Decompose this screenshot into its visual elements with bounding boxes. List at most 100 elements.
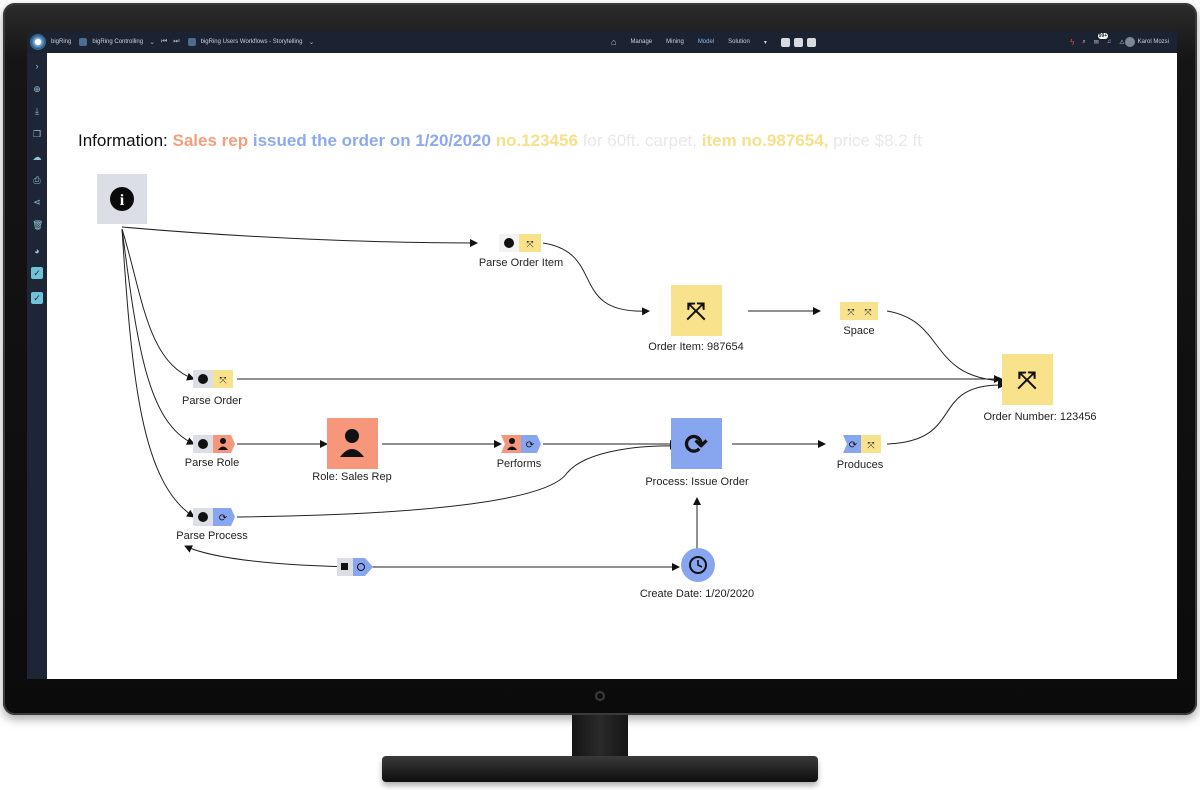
- date-connector-node[interactable]: [337, 558, 373, 576]
- search-icon[interactable]: ⌕: [1082, 38, 1086, 45]
- parse-order-item-node[interactable]: ⤧ Parse Order Item: [479, 234, 563, 269]
- view-toggle-2[interactable]: [793, 37, 803, 47]
- home-icon[interactable]: ⌂: [611, 37, 617, 47]
- expand-icon[interactable]: ›: [35, 61, 39, 71]
- bolt-icon[interactable]: ϟ: [1070, 37, 1075, 47]
- information-sentence: Information: Sales rep issued the order …: [78, 131, 922, 151]
- information-label: Information:: [78, 131, 168, 150]
- first-page-icon[interactable]: ⏮: [160, 38, 168, 45]
- process-issue-order-label: Process: Issue Order: [645, 476, 749, 488]
- edge-space-order-number: [886, 310, 1006, 385]
- info-date[interactable]: 1/20/2020: [415, 131, 491, 150]
- document-selector[interactable]: bigRing Users Workflows - Storytelling: [200, 39, 303, 45]
- document-icon: [187, 38, 196, 46]
- edge-parse-order-item-order-item: [542, 242, 650, 316]
- svg-text:⟳: ⟳: [849, 440, 858, 451]
- sidebar: › ⊕ ⤓ ❐ ☁ ⎙ ⋖ 🗑 ◕ ✓ ✓: [27, 53, 47, 679]
- info-rest: for 60ft. carpet,: [582, 131, 698, 150]
- information-node[interactable]: i: [97, 174, 147, 224]
- bell-icon[interactable]: ♫: [1106, 39, 1112, 45]
- parse-process-label: Parse Process: [176, 530, 248, 542]
- main-nav: ⌂ Manage Mining Model Solution ▾: [605, 31, 820, 53]
- svg-text:⟳: ⟳: [526, 440, 535, 451]
- produces-label: Produces: [837, 459, 884, 471]
- edge-info-parse-order: [121, 228, 195, 381]
- parse-order-node[interactable]: ⤧ Parse Order: [182, 370, 242, 407]
- info-order-no[interactable]: no.123456: [495, 131, 578, 150]
- svg-text:⤧: ⤧: [686, 298, 706, 325]
- nav-mining[interactable]: Mining: [666, 39, 684, 45]
- top-right-tools: ϟ ⌕ ✉99+ ♫ ⚠ Karol Mozsi: [1062, 31, 1169, 53]
- space-node[interactable]: ⤧ ⤧ Space: [840, 302, 878, 337]
- edge-parse-process-process: [236, 441, 678, 518]
- edge-info-parse-process: [121, 228, 195, 518]
- screen: bigRing bigRing Controlling ⌄ ⏮ ⏭ bigRin…: [27, 31, 1177, 679]
- last-page-icon[interactable]: ⏭: [173, 38, 180, 45]
- chevron-down-icon[interactable]: ▾: [763, 39, 767, 46]
- create-date-node[interactable]: Create Date: 1/20/2020: [640, 548, 754, 600]
- share-icon[interactable]: ⋖: [33, 197, 41, 207]
- svg-text:i: i: [120, 192, 125, 209]
- bigring-logo-icon[interactable]: [30, 34, 46, 50]
- chat-icon[interactable]: ✉99+: [1093, 32, 1109, 46]
- cloud-icon[interactable]: ☁: [32, 152, 42, 162]
- svg-text:⟳: ⟳: [219, 513, 228, 524]
- order-number-node[interactable]: ⤧ Order Number: 123456: [983, 354, 1097, 423]
- svg-text:⤧: ⤧: [847, 307, 854, 317]
- edge-produces-order-number: [886, 380, 1006, 445]
- produces-node[interactable]: ⟳ ⤧ Produces: [837, 435, 884, 471]
- view-toggle-1[interactable]: [780, 37, 790, 47]
- app-name: bigRing: [51, 39, 72, 45]
- palette-icon[interactable]: ◕: [34, 246, 40, 256]
- parse-role-node[interactable]: Parse Role: [185, 435, 239, 469]
- create-date-label: Create Date: 1/20/2020: [640, 588, 754, 600]
- performs-label: Performs: [497, 458, 542, 470]
- parse-process-node[interactable]: ⟳ Parse Process: [176, 508, 248, 542]
- order-item-node[interactable]: ⤧ Order Item: 987654: [648, 285, 744, 353]
- avatar[interactable]: [1124, 37, 1135, 47]
- workspace-selector[interactable]: bigRing Controlling: [92, 39, 144, 45]
- info-item-no[interactable]: item no.987654,: [701, 131, 829, 150]
- workspace-icon: [79, 38, 88, 46]
- edge-info-parse-role: [121, 228, 195, 445]
- parse-role-label: Parse Role: [185, 457, 239, 469]
- process-issue-order-node[interactable]: ⟳ Process: Issue Order: [645, 418, 749, 488]
- nav-manage[interactable]: Manage: [630, 39, 653, 45]
- parse-order-label: Parse Order: [182, 395, 242, 407]
- nav-model[interactable]: Model: [697, 39, 715, 45]
- top-bar: bigRing bigRing Controlling ⌄ ⏮ ⏭ bigRin…: [27, 31, 1177, 53]
- svg-text:⤧: ⤧: [864, 307, 871, 317]
- info-price: price $8.2 ft: [833, 131, 922, 150]
- parse-order-item-label: Parse Order Item: [479, 257, 563, 269]
- nav-solution[interactable]: Solution: [728, 39, 750, 45]
- power-button[interactable]: [595, 691, 605, 701]
- checkbox-icon[interactable]: ✓: [31, 267, 43, 279]
- order-number-label: Order Number: 123456: [983, 411, 1096, 423]
- chevron-down-icon[interactable]: ⌄: [308, 39, 315, 46]
- chevron-down-icon[interactable]: ⌄: [149, 39, 155, 46]
- download-icon[interactable]: ⤓: [35, 106, 39, 116]
- user-name[interactable]: Karol Mozsi: [1137, 39, 1169, 45]
- process-graph: i ⤧ Parse Order Item ⤧ Order Item: 98765…: [97, 174, 1097, 600]
- svg-text:⟳: ⟳: [684, 429, 708, 460]
- copy-icon[interactable]: ❐: [32, 129, 42, 139]
- monitor-base: [382, 756, 818, 782]
- notification-count: 99+: [1097, 32, 1109, 39]
- view-toggle-3[interactable]: [806, 37, 816, 47]
- svg-text:⤧: ⤧: [1017, 367, 1037, 394]
- checkbox-icon[interactable]: ✓: [31, 292, 43, 304]
- role-sales-rep-label: Role: Sales Rep: [312, 471, 392, 483]
- edge-info-parse-order-item: [121, 226, 478, 247]
- warning-icon[interactable]: ⚠: [1119, 39, 1125, 46]
- model-canvas: Information: Sales rep issued the order …: [47, 53, 1177, 679]
- svg-text:⤧: ⤧: [867, 440, 874, 450]
- monitor-frame: bigRing bigRing Controlling ⌄ ⏮ ⏭ bigRin…: [3, 3, 1197, 715]
- role-sales-rep-node[interactable]: Role: Sales Rep: [312, 418, 392, 483]
- print-icon[interactable]: ⎙: [33, 175, 41, 185]
- info-process[interactable]: issued the order on: [252, 131, 411, 150]
- add-icon[interactable]: ⊕: [33, 84, 41, 94]
- trash-icon[interactable]: 🗑: [32, 220, 44, 230]
- performs-node[interactable]: ⟳ Performs: [497, 435, 542, 470]
- svg-text:⤧: ⤧: [219, 375, 226, 385]
- info-role[interactable]: Sales rep: [172, 131, 249, 150]
